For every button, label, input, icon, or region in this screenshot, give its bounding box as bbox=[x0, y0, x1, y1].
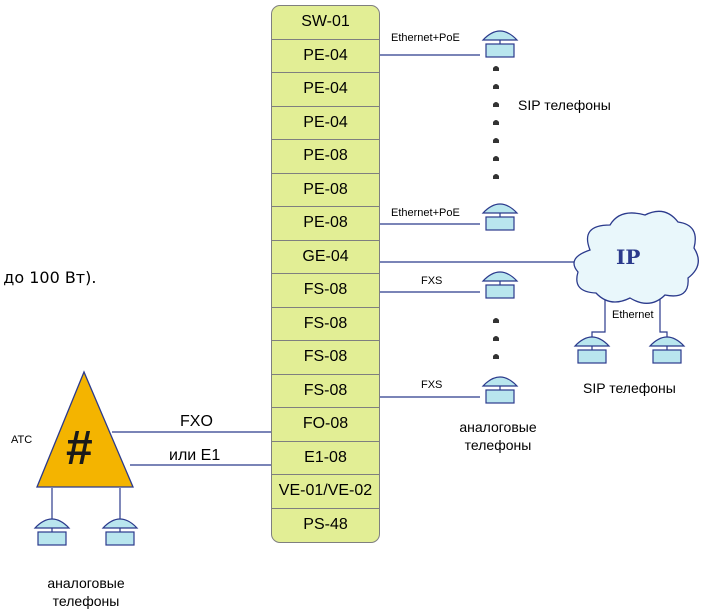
module-slot: PE-08 bbox=[272, 140, 379, 174]
ethernet-poe-label: Ethernet+PoE bbox=[391, 207, 460, 219]
sip-phones-label: SIP телефоны bbox=[518, 97, 611, 113]
more-sip-phones-icon bbox=[493, 66, 499, 179]
module-slot: PE-04 bbox=[272, 107, 379, 140]
ethernet-label: Ethernet bbox=[612, 309, 654, 321]
analog-phones-label: телефоны bbox=[52, 593, 120, 609]
fxs-label: FXS bbox=[421, 275, 443, 287]
ip-label: IP bbox=[616, 245, 641, 269]
module-slot: GE-04 bbox=[272, 241, 379, 274]
module-slot: FS-08 bbox=[272, 375, 379, 408]
e1-label: или E1 bbox=[169, 447, 221, 464]
fxo-label: FXO bbox=[180, 413, 213, 430]
module-slot: E1-08 bbox=[272, 442, 379, 475]
network-lines bbox=[51, 54, 668, 525]
module-slot: FS-08 bbox=[272, 274, 379, 308]
sip-phone-icon bbox=[482, 30, 518, 58]
analog-phones-label: аналоговые bbox=[459, 419, 537, 435]
sip-phone-icon bbox=[574, 336, 610, 364]
module-slot: PE-04 bbox=[272, 73, 379, 107]
analog-phone-icon bbox=[102, 518, 138, 546]
analog-phone-icon bbox=[482, 376, 518, 404]
ip-cloud-icon bbox=[573, 210, 699, 304]
module-slot: VE-01/VE-02 bbox=[272, 475, 379, 509]
module-slot: FS-08 bbox=[272, 341, 379, 375]
module-slot: FO-08 bbox=[272, 408, 379, 442]
module-slot: FS-08 bbox=[272, 308, 379, 341]
sip-phone-icon bbox=[482, 203, 518, 231]
sip-phone-icon bbox=[649, 336, 685, 364]
module-slot: SW-01 bbox=[272, 6, 379, 40]
ethernet-poe-label: Ethernet+PoE bbox=[391, 32, 460, 44]
pbx-label: АТС bbox=[11, 434, 33, 446]
analog-phone-icon bbox=[482, 271, 518, 299]
more-analog-phones-icon bbox=[493, 318, 499, 359]
module-slot: PE-08 bbox=[272, 207, 379, 241]
module-rack: SW-01 PE-04 PE-04 PE-04 PE-08 PE-08 PE-0… bbox=[271, 5, 380, 543]
analog-phone-icon bbox=[34, 518, 70, 546]
module-slot: PE-04 bbox=[272, 40, 379, 73]
clipped-body-text: 0 до 100 Вт). bbox=[0, 268, 97, 287]
analog-phones-label: аналоговые bbox=[47, 575, 125, 591]
pbx-icon bbox=[36, 370, 134, 488]
analog-phones-label: телефоны bbox=[464, 437, 532, 453]
module-slot: PE-08 bbox=[272, 174, 379, 207]
pbx-hash-symbol: # bbox=[66, 422, 93, 475]
module-slot: PS-48 bbox=[303, 516, 348, 534]
fxs-label: FXS bbox=[421, 379, 443, 391]
sip-phones-label: SIP телефоны bbox=[583, 380, 676, 396]
